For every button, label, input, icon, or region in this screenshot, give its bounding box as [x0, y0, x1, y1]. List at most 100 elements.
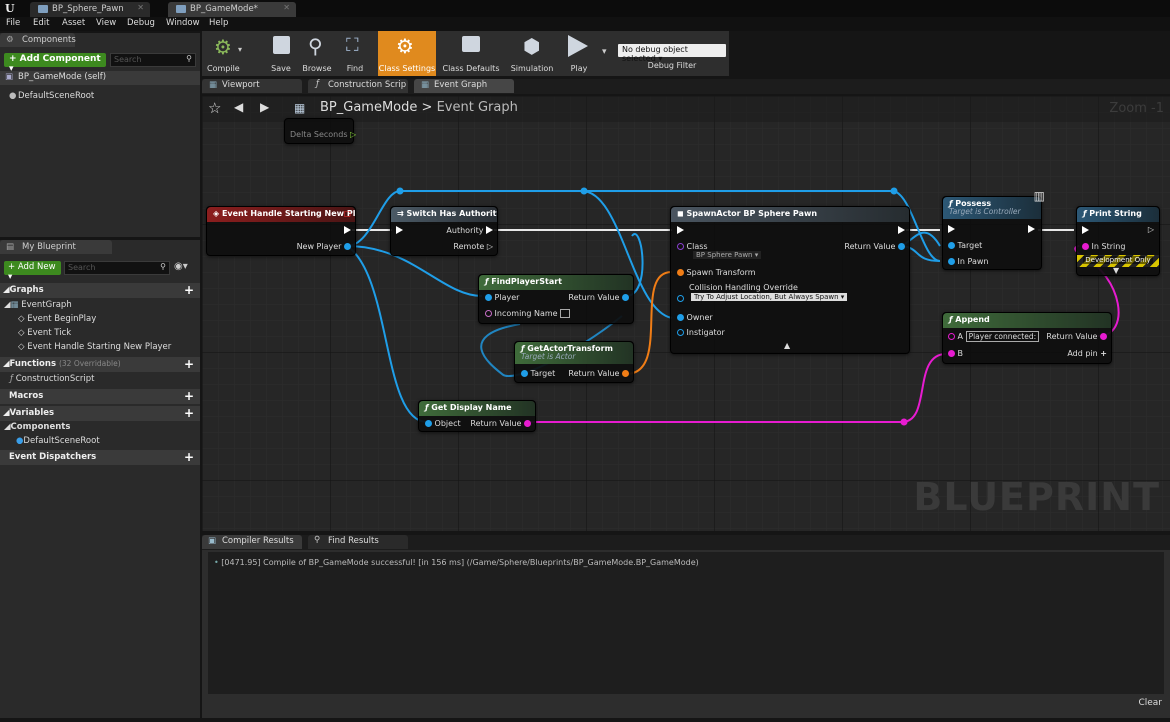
possess-node[interactable]: ƒ Possess Target is Controller ▥ Target …	[942, 189, 1045, 270]
doc-tab-sphere-pawn[interactable]: BP_Sphere_Pawn ✕	[30, 2, 150, 17]
add-new-button[interactable]: + Add New ▾	[4, 261, 61, 282]
event-graph-canvas[interactable]: ☆ ◀ ▶ ▦ BP_GameMode > Event Graph Zoom -…	[202, 96, 1170, 531]
components-search-input[interactable]: Search ⚲	[110, 53, 196, 67]
browse-button[interactable]: ⚲ Browse	[302, 34, 332, 73]
menu-window[interactable]: Window	[166, 18, 200, 28]
instigator-pin[interactable]: Instigator	[677, 328, 725, 337]
remote-pin[interactable]: Remote ▷	[453, 242, 493, 251]
return-value-pin[interactable]: Return Value	[1046, 332, 1107, 341]
switch-has-authority-node[interactable]: ⇉ Switch Has Authority Authority Remote …	[390, 206, 498, 256]
tab-compiler-results[interactable]: ▣ Compiler Results	[202, 535, 302, 549]
a-pin[interactable]: A Player connected:	[948, 331, 1040, 342]
blueprint-search-input[interactable]: Search ⚲	[64, 261, 170, 275]
collision-dropdown[interactable]: Try To Adjust Location, But Always Spawn…	[691, 293, 848, 301]
component-root-item[interactable]: ● DefaultSceneRoot	[9, 91, 95, 101]
player-pin[interactable]: Player	[485, 293, 519, 302]
event-dispatchers-section[interactable]: Event Dispatchers+	[0, 450, 200, 465]
add-component-button[interactable]: + Add Component ▾	[4, 53, 106, 74]
find-player-start-node[interactable]: ƒ FindPlayerStart Player Return Value In…	[478, 274, 634, 324]
event-handle-new-player-node[interactable]: ◈ Event Handle Starting New Player ▢ New…	[206, 206, 356, 256]
graphs-section[interactable]: ◢Graphs+	[0, 283, 200, 298]
menu-edit[interactable]: Edit	[33, 18, 50, 28]
add-macro-icon[interactable]: +	[183, 389, 194, 403]
return-value-pin[interactable]: Return Value	[844, 242, 905, 251]
in-string-pin[interactable]: In String	[1082, 242, 1125, 251]
class-dropdown[interactable]: BP Sphere Pawn ▾	[693, 251, 762, 259]
close-icon[interactable]: ✕	[283, 3, 290, 12]
components-category[interactable]: ◢Components	[4, 422, 71, 432]
breadcrumb-root[interactable]: BP_GameMode	[320, 100, 418, 115]
tab-find-results[interactable]: ⚲ Find Results	[308, 535, 408, 549]
spawn-transform-pin[interactable]: Spawn Transform	[677, 268, 756, 277]
doc-tab-gamemode[interactable]: BP_GameMode* ✕	[168, 2, 296, 17]
exec-in-pin[interactable]	[948, 225, 955, 234]
event-handle-new-player-item[interactable]: ◇ Event Handle Starting New Player	[18, 342, 172, 352]
view-options-eye-icon[interactable]: ◉▾	[174, 261, 188, 272]
save-button[interactable]: Save	[266, 31, 296, 76]
class-settings-button[interactable]: ⚙ Class Settings	[378, 31, 436, 76]
collision-pin[interactable]	[677, 294, 684, 303]
close-icon[interactable]: ✕	[137, 3, 144, 12]
a-text-input[interactable]: Player connected:	[965, 331, 1040, 342]
forward-arrow-icon[interactable]: ▶	[260, 100, 270, 114]
event-graph-item[interactable]: ◢▦ EventGraph	[4, 300, 72, 310]
authority-pin[interactable]: Authority	[446, 226, 493, 235]
event-beginplay-item[interactable]: ◇ Event BeginPlay	[18, 314, 97, 324]
b-pin[interactable]: B	[948, 349, 963, 358]
default-scene-root-variable[interactable]: ●DefaultSceneRoot	[16, 436, 100, 446]
exec-out-pin[interactable]	[1028, 225, 1035, 234]
incoming-name-input[interactable]	[560, 309, 571, 318]
return-value-pin[interactable]: Return Value	[568, 293, 629, 302]
tab-construction-script[interactable]: ƒ Construction Scrip	[308, 79, 408, 93]
variables-section[interactable]: ◢Variables+	[0, 406, 200, 421]
class-defaults-button[interactable]: Class Defaults	[442, 31, 500, 76]
target-pin[interactable]: Target	[948, 241, 982, 250]
event-tick-node-partial[interactable]: Delta Seconds ▷	[284, 118, 357, 144]
construction-script-item[interactable]: ƒ ConstructionScript	[10, 374, 95, 384]
tab-viewport[interactable]: ▦ Viewport	[202, 79, 302, 93]
target-pin[interactable]: Target	[521, 369, 555, 378]
owner-pin[interactable]: Owner	[677, 313, 713, 322]
back-arrow-icon[interactable]: ◀	[234, 100, 244, 114]
event-tick-item[interactable]: ◇ Event Tick	[18, 328, 72, 338]
menu-help[interactable]: Help	[209, 18, 229, 28]
components-tab[interactable]: ⚙ Components	[0, 33, 76, 47]
component-self-item[interactable]: ▣ BP_GameMode (self)	[0, 71, 200, 85]
advanced-chevron-icon[interactable]: ▼	[1113, 266, 1120, 275]
exec-in-pin[interactable]	[677, 226, 684, 235]
compile-button[interactable]: ⚙ ▾ Compile	[207, 35, 243, 73]
add-dispatcher-icon[interactable]: +	[183, 450, 194, 464]
find-button[interactable]: ⛶ Find	[346, 35, 364, 73]
object-pin[interactable]: Object	[425, 419, 461, 428]
my-blueprint-tab[interactable]: ▤ My Blueprint	[0, 240, 112, 254]
class-pin[interactable]: Class	[677, 242, 708, 251]
add-graph-icon[interactable]: +	[183, 283, 194, 297]
play-options-chevron-icon[interactable]: ▾	[602, 47, 607, 57]
incoming-name-pin[interactable]: Incoming Name	[485, 309, 571, 318]
menu-file[interactable]: File	[6, 18, 21, 28]
star-icon[interactable]: ☆	[208, 99, 222, 117]
macros-section[interactable]: Macros+	[0, 389, 200, 404]
menu-asset[interactable]: Asset	[62, 18, 86, 28]
get-actor-transform-node[interactable]: ƒ GetActorTransform Target is Actor Targ…	[514, 341, 634, 383]
simulation-button[interactable]: ⬢ Simulation	[510, 34, 554, 73]
get-display-name-node[interactable]: ƒ Get Display Name Object Return Value	[418, 400, 536, 432]
exec-in-pin[interactable]	[1082, 226, 1089, 235]
delta-seconds-pin[interactable]: Delta Seconds ▷	[290, 130, 357, 139]
add-function-icon[interactable]: +	[183, 357, 194, 371]
expand-arrow-icon[interactable]: ▲	[784, 341, 791, 350]
print-string-node[interactable]: ƒ Print String ▷ In String Development O…	[1076, 206, 1160, 276]
tab-event-graph[interactable]: ▦ Event Graph	[414, 79, 514, 93]
play-button[interactable]: Play	[562, 31, 596, 76]
return-value-pin[interactable]: Return Value	[470, 419, 531, 428]
functions-section[interactable]: ◢Functions (32 Overridable)+	[0, 357, 200, 372]
in-pawn-pin[interactable]: In Pawn	[948, 257, 989, 266]
exec-in-pin[interactable]	[396, 226, 403, 235]
append-node[interactable]: ƒ Append A Player connected: Return Valu…	[942, 312, 1112, 364]
return-value-pin[interactable]: Return Value	[568, 369, 629, 378]
chevron-down-icon[interactable]: ▾	[238, 45, 243, 54]
menu-debug[interactable]: Debug	[127, 18, 155, 28]
new-player-pin[interactable]: New Player	[297, 242, 351, 251]
exec-out-pin[interactable]	[898, 226, 905, 235]
clear-button[interactable]: Clear	[1138, 698, 1162, 708]
